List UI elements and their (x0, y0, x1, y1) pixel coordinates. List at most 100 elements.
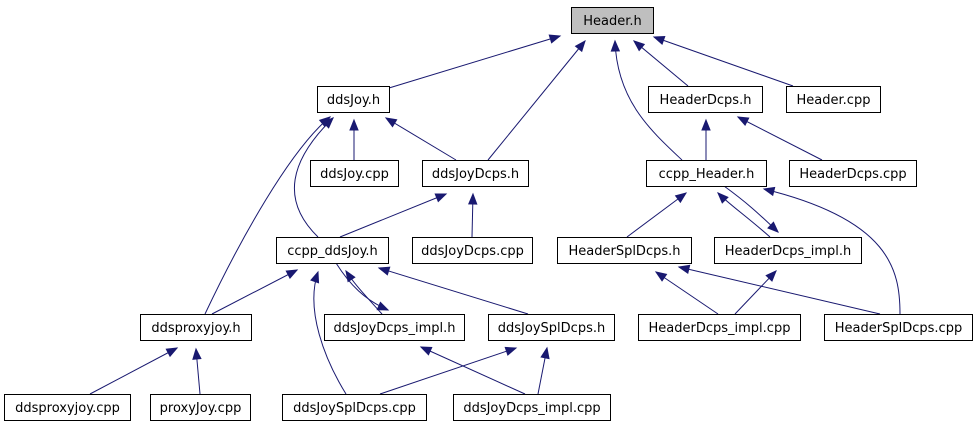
node-label: HeaderDcps.cpp (799, 167, 906, 182)
node-ddsproxyjoy-cpp[interactable]: ddsproxyjoy.cpp (4, 394, 131, 421)
edge-line (211, 269, 298, 315)
node-ddsproxyjoy-h[interactable]: ddsproxyjoy.h (140, 314, 252, 341)
node-ddsjoydcps-impl-h[interactable]: ddsJoyDcps_impl.h (324, 314, 465, 341)
node-label: ccpp_Header.h (659, 167, 755, 182)
node-ddsjoy-cpp[interactable]: ddsJoy.cpp (310, 160, 399, 187)
edge-line (633, 40, 689, 87)
node-ddsjoyspldcps-cpp[interactable]: ddsJoySplDcps.cpp (282, 394, 427, 421)
edge-line (678, 266, 881, 315)
edge-arrowhead (767, 221, 779, 233)
node-label: ddsproxyjoy.cpp (15, 401, 120, 416)
node-ddsjoydcps-cpp[interactable]: ddsJoyDcps.cpp (412, 237, 533, 264)
edge-arrowhead (765, 270, 777, 282)
edge-arrowhead (652, 36, 666, 45)
edge-headerdcps_impl_cpp-to-headersplDcps_h (654, 271, 719, 315)
node-label: ddsJoyDcps.h (432, 167, 519, 182)
edge-ddsjoydcps_h-to-ddsjoy_h (384, 117, 457, 161)
edge-ddsjoydcps_impl_cpp-to-ddsjoyspldcps_h (537, 346, 550, 395)
edge-arrowhead (574, 39, 586, 53)
edge-ccpp_header_h-to-headerdcps_impl_h (723, 185, 779, 233)
edge-arrowhead (377, 266, 391, 276)
edge-line (204, 116, 331, 315)
node-ddsjoydcps-impl-cpp[interactable]: ddsJoyDcps_impl.cpp (453, 394, 611, 421)
node-label: HeaderSplDcps.h (568, 244, 680, 259)
edge-header_cpp-to-header_h (652, 36, 794, 87)
edge-line (385, 117, 457, 161)
node-box (824, 314, 973, 341)
edge-arrowhead (736, 116, 750, 127)
node-headerdcps-impl-cpp[interactable]: HeaderDcps_impl.cpp (638, 314, 801, 341)
edge-ddsjoyspldcps_cpp-to-ddsjoyspldcps_h (379, 346, 518, 395)
edge-arrowhead (654, 271, 668, 282)
node-box (557, 237, 692, 264)
node-label: ddsJoy.h (327, 93, 380, 108)
edge-arrowhead (468, 192, 478, 205)
node-headersplDcps-h[interactable]: HeaderSplDcps.h (557, 237, 692, 264)
edge-arrowhead (419, 346, 433, 356)
edge-headerdcps_impl_cpp-to-headerdcps_impl_h (734, 270, 777, 315)
node-label: ddsJoySplDcps.h (498, 321, 605, 336)
edge-line (626, 192, 687, 238)
node-headerdcps-impl-h[interactable]: HeaderDcps_impl.h (714, 237, 862, 264)
edge-ddsproxyjoy_cpp-to-ddsproxyjoy_h (89, 347, 179, 395)
node-proxyjoy-cpp[interactable]: proxyJoy.cpp (150, 394, 251, 421)
node-ccpp-ddsjoy-h[interactable]: ccpp_ddsJoy.h (276, 237, 389, 264)
edge-arrowhead (677, 264, 691, 275)
node-label: ddsJoySplDcps.cpp (293, 401, 416, 416)
edge-arrowhead (345, 269, 356, 283)
edge-line (378, 267, 529, 315)
edge-line (420, 346, 526, 395)
edge-line (487, 40, 586, 161)
node-box (422, 160, 529, 187)
node-ddsjoy-h[interactable]: ddsJoy.h (317, 86, 390, 113)
node-box (571, 7, 654, 34)
edge-ddsproxyjoy_h-to-ddsjoy_h (204, 116, 332, 315)
edge-arrowhead (610, 39, 621, 52)
edge-line (294, 117, 334, 238)
node-label: HeaderDcps_impl.h (725, 244, 852, 259)
edge-arrowhead (717, 192, 729, 204)
node-label: ddsJoyDcps_impl.h (334, 321, 456, 336)
node-label: ddsproxyjoy.h (151, 321, 240, 336)
node-box (310, 160, 399, 187)
edge-arrowhead (376, 301, 390, 311)
node-box (648, 86, 763, 113)
edge-ddsjoydcps_cpp-to-ddsjoydcps_h (468, 192, 478, 238)
edge-arrowhead (434, 193, 448, 203)
edges-layer (89, 34, 901, 395)
edge-headerdcps_cpp-to-headerdcps_h (736, 116, 823, 161)
edge-line (763, 188, 901, 315)
edge-ccpp_header_h-to-header_h (610, 39, 683, 161)
nodes-layer: Header.h ddsJoy.h HeaderDcps.h Header.cpp dd… (4, 7, 973, 421)
node-label: Header.h (583, 14, 642, 29)
node-label: HeaderDcps_impl.cpp (649, 321, 791, 336)
node-label: ccpp_ddsJoy.h (287, 244, 378, 259)
edge-arrowhead (318, 116, 332, 128)
node-label: proxyJoy.cpp (160, 401, 242, 416)
edge-arrowhead (285, 269, 299, 280)
edge-ccpp_header_h-to-headerdcps_h (701, 118, 711, 160)
edge-proxyjoy_cpp-to-ddsproxyjoy_h (192, 347, 202, 395)
edge-ddsproxyjoy_h-to-ccpp_ddsjoy_h (211, 269, 299, 315)
edge-ddsjoydcps_h-to-header_h (487, 39, 586, 161)
node-headerdcps-cpp[interactable]: HeaderDcps.cpp (789, 160, 917, 187)
node-label: ddsJoyDcps.cpp (421, 244, 524, 259)
node-headerdcps-h[interactable]: HeaderDcps.h (648, 86, 763, 113)
node-box (789, 160, 917, 187)
node-ddsjoydcps-h[interactable]: ddsJoyDcps.h (422, 160, 529, 187)
node-box (317, 86, 390, 113)
edge-arrowhead (701, 118, 711, 131)
node-ccpp-header-h[interactable]: ccpp_Header.h (646, 160, 767, 187)
node-ddsjoyspldcps-h[interactable]: ddsJoySplDcps.h (488, 314, 615, 341)
edge-ccpp_ddsjoy_h-to-ddsjoydcps_h (339, 193, 448, 238)
node-label: HeaderDcps.h (660, 93, 752, 108)
edge-line (614, 40, 683, 161)
edge-headerdcps_impl_h-to-ccpp_header_h (717, 192, 771, 238)
node-header-cpp[interactable]: Header.cpp (786, 86, 881, 113)
node-headerspldcps-cpp[interactable]: HeaderSplDcps.cpp (824, 314, 973, 341)
node-box (150, 394, 251, 421)
edge-headersplDcps_h-to-ccpp_header_h (626, 192, 688, 238)
edge-arrowhead (384, 117, 398, 128)
node-box (714, 237, 862, 264)
